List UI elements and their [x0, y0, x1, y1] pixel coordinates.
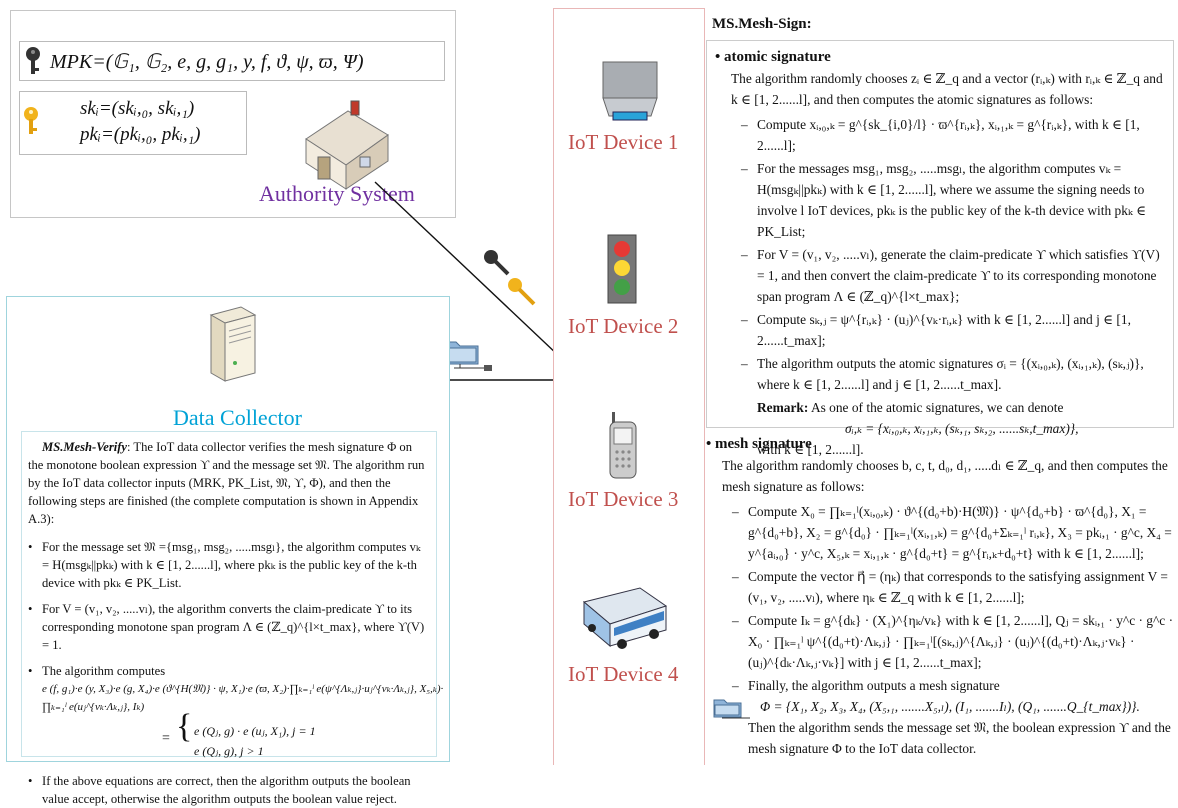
- mesh-item-3: Compute Iₖ = g^{dₖ} · (X₁)^{ηₖ/vₖ} with …: [730, 610, 1176, 673]
- black-key-icon: [24, 46, 42, 81]
- black-key-icon: [482, 248, 512, 283]
- atomic-item-5: The algorithm outputs the atomic signatu…: [739, 353, 1165, 395]
- remark-line: Remark: As one of the atomic signatures,…: [757, 400, 1064, 415]
- remark-equation: σᵢ,ₖ = {xᵢ,₀,ₖ, xᵢ,₁,ₖ, (sₖ,₁, sₖ,₂, ...…: [845, 421, 1079, 436]
- atomic-item-2: For the messages msg₁, msg₂, .....msgₗ, …: [739, 158, 1165, 242]
- mpk-box: MPK=(𝔾₁, 𝔾₂, e, g, g₁, y, f, ϑ, ψ, ϖ, Ψ): [19, 41, 445, 81]
- final-text: Then the algorithm sends the message set…: [748, 720, 1171, 756]
- remark-tail: with k ∈ [1, 2......l].: [757, 442, 864, 457]
- verify-case-2: e (Qⱼ, g), j > 1: [194, 744, 264, 758]
- house-icon: [296, 91, 396, 196]
- mesh-item-2: Compute the vector η⃗ = (ηₖ) that corres…: [730, 566, 1176, 608]
- sensor-icon: [595, 60, 665, 131]
- mesh-signature-section: • mesh signature The algorithm randomly …: [706, 434, 1176, 759]
- verify-equation-line1: e (f, g₁)·e (y, X₃)·e (g, X₄)·e (ϑ^{H(𝔐)…: [42, 683, 444, 695]
- mesh-item-4: Finally, the algorithm outputs a mesh si…: [730, 675, 1176, 696]
- mesh-sign-title: MS.Mesh-Sign:: [712, 16, 812, 32]
- traffic-light-icon: [607, 234, 637, 309]
- verify-title: MS.Mesh-Verify: [42, 440, 128, 454]
- verify-bullet-3: The algorithm computes e (f, g₁)·e (y, X…: [28, 662, 444, 762]
- verify-intro: MS.Mesh-Verify: The IoT data collector v…: [28, 440, 425, 526]
- bus-icon: [580, 584, 670, 659]
- atomic-item-1: Compute xᵢ,₀,ₖ = g^{sk_{i,0}/l} · ϖ^{rᵢ,…: [739, 114, 1165, 156]
- gold-key-icon: [506, 276, 538, 313]
- atomic-item-3: For V = (v₁, v₂, .....vₗ), generate the …: [739, 244, 1165, 307]
- phi-equation: Φ = {X₁, X₂, X₃, X₄, (X₅,₁, .......X₅,ₗ)…: [760, 699, 1140, 714]
- atomic-intro: The algorithm randomly chooses zᵢ ∈ ℤ_q …: [731, 71, 1163, 107]
- folder-network-icon: [712, 696, 752, 727]
- verify-equation-line2: ∏ₖ₌₁ˡ e(uⱼ^{vₖ·Λₖ,ⱼ}, Iₖ): [42, 701, 145, 713]
- authority-panel: MPK=(𝔾₁, 𝔾₂, e, g, g₁, y, f, ϑ, ψ, ϖ, Ψ)…: [10, 10, 456, 218]
- atomic-signature-box: • atomic signature The algorithm randoml…: [706, 40, 1174, 457]
- verify-case-1: e (Qⱼ, g) · e (uⱼ, X₁), j = 1: [194, 724, 316, 738]
- mobile-phone-icon: [608, 410, 638, 485]
- data-collector-panel: Data Collector MS.Mesh-Verify: The IoT d…: [6, 296, 450, 806]
- mesh-intro: The algorithm randomly chooses b, c, t, …: [722, 458, 1168, 494]
- verify-bullet-4: If the above equations are correct, then…: [28, 772, 430, 808]
- verify-text-box: MS.Mesh-Verify: The IoT data collector v…: [21, 431, 443, 806]
- device-label-4: IoT Device 4: [568, 662, 679, 686]
- mpk-text: MPK=(𝔾₁, 𝔾₂, e, g, g₁, y, f, ϑ, ψ, ϖ, Ψ): [50, 51, 364, 73]
- device-label-2: IoT Device 2: [568, 314, 679, 338]
- verify-bullet-2: For V = (v₁, v₂, .....vₗ), the algorithm…: [28, 600, 430, 654]
- server-icon: [205, 305, 259, 390]
- pk-text: pkᵢ=(pkᵢ,₀, pkᵢ,₁): [80, 124, 201, 145]
- atomic-heading: • atomic signature: [715, 49, 831, 65]
- data-collector-label: Data Collector: [173, 405, 302, 430]
- atomic-item-4: Compute sₖ,ⱼ = ψ^{rᵢ,ₖ} · (uⱼ)^{vₖ·rᵢ,ₖ}…: [739, 309, 1165, 351]
- mesh-heading: • mesh signature: [706, 436, 812, 452]
- device-label-1: IoT Device 1: [568, 130, 679, 154]
- key-pair-box: skᵢ=(skᵢ,₀, skᵢ,₁) pkᵢ=(pkᵢ,₀, pkᵢ,₁): [19, 91, 247, 155]
- sk-text: skᵢ=(skᵢ,₀, skᵢ,₁): [80, 98, 195, 119]
- authority-label: Authority System: [259, 181, 415, 206]
- verify-cases: = { e (Qⱼ, g) · e (uⱼ, X₁), j = 1 e (Qⱼ,…: [162, 708, 316, 759]
- gold-key-icon: [22, 106, 40, 141]
- device-label-3: IoT Device 3: [568, 487, 679, 511]
- verify-bullet-1: For the message set 𝔐 ={msg₁, msg₂, ....…: [28, 538, 430, 592]
- mesh-item-1: Compute X₀ = ∏ₖ₌₁ˡ(xᵢ,₀,ₖ) · ϑ^{(d₀+b)·H…: [730, 501, 1176, 564]
